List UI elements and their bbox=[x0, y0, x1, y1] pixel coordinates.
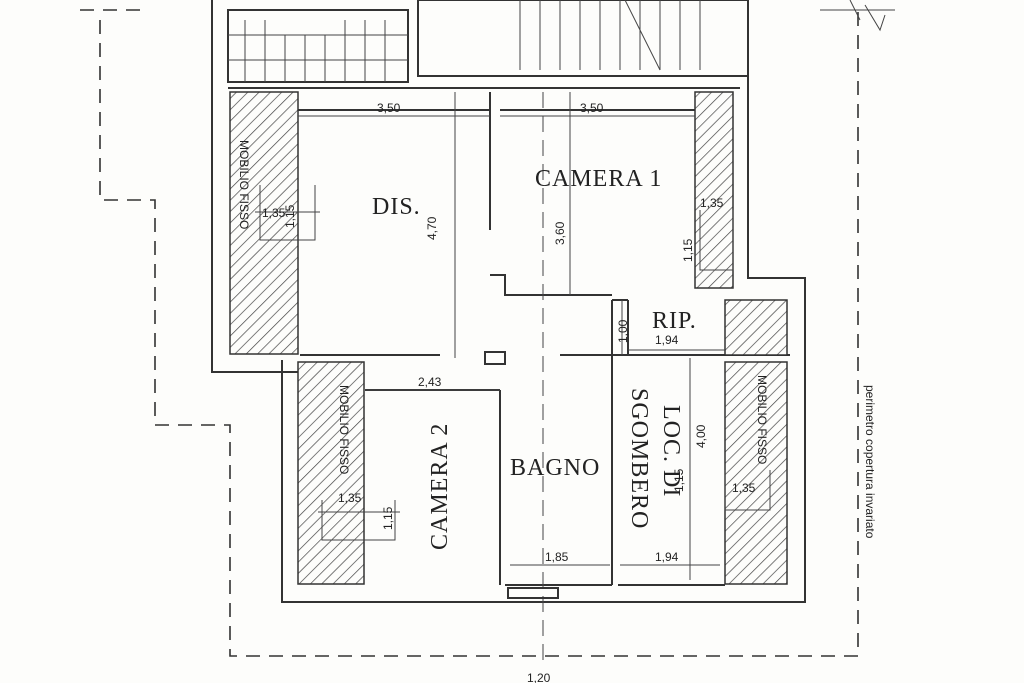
room-label-camera1: CAMERA 1 bbox=[535, 166, 662, 192]
room-label-dis: DIS. bbox=[372, 194, 421, 220]
north-arrow-icon bbox=[820, 0, 895, 32]
dim-rip-height: 1,00 bbox=[616, 319, 630, 343]
room-label-camera2: CAMERA 2 bbox=[427, 423, 453, 550]
dim-loc-door-h: 1,15 bbox=[672, 468, 686, 492]
dim-rip-width: 1,94 bbox=[655, 333, 679, 347]
dim-camera1-height: 3,60 bbox=[553, 221, 567, 245]
room-label-loc-line2: SGOMBERO bbox=[626, 388, 652, 529]
outer-walls bbox=[211, 0, 806, 603]
fixed-furniture-camera2 bbox=[297, 361, 365, 585]
fixed-furniture-right bbox=[724, 361, 788, 585]
dim-dis-height: 4,70 bbox=[425, 216, 439, 240]
dimension-lines bbox=[255, 92, 771, 580]
dim-dis-width: 3,50 bbox=[377, 101, 401, 115]
dim-camera2-door-h: 1,15 bbox=[381, 506, 395, 530]
dim-loc-height: 4,00 bbox=[694, 424, 708, 448]
dim-dis-door-h: 1,15 bbox=[283, 204, 297, 228]
fixed-furniture-left bbox=[229, 91, 299, 355]
dim-camera2-door: 1,35 bbox=[338, 491, 362, 505]
furniture-label-left: MOBILIO FISSO bbox=[237, 140, 251, 229]
dim-camera1-door: 1,35 bbox=[700, 196, 724, 210]
dim-bagno-width: 1,85 bbox=[545, 550, 569, 564]
furniture-label-camera2: MOBILIO FISSO bbox=[337, 385, 351, 474]
dim-camera1-width: 3,50 bbox=[580, 101, 604, 115]
dim-loc-width: 1,94 bbox=[655, 550, 679, 564]
fixed-furniture-camera1 bbox=[694, 91, 734, 289]
roof-perimeter-dashed bbox=[80, 5, 859, 657]
dim-right-door: 1,35 bbox=[732, 481, 756, 495]
furniture-label-right: MOBILIO FISSO bbox=[755, 375, 769, 464]
fixed-furniture-rip bbox=[724, 299, 788, 356]
dim-camera1-door-h: 1,15 bbox=[681, 238, 695, 262]
dim-bottom: 1,20 bbox=[527, 671, 551, 683]
dim-camera2-width: 2,43 bbox=[418, 375, 442, 389]
stairwell-right bbox=[417, 0, 749, 77]
stairwell-left bbox=[227, 9, 409, 83]
dim-dis-door: 1,35 bbox=[262, 206, 286, 220]
room-label-bagno: BAGNO bbox=[510, 455, 600, 481]
room-label-loc-line1: LOC. DI bbox=[658, 405, 684, 497]
room-label-rip: RIP. bbox=[652, 308, 697, 334]
perimeter-note: perimetro copertura invariato bbox=[863, 385, 877, 539]
